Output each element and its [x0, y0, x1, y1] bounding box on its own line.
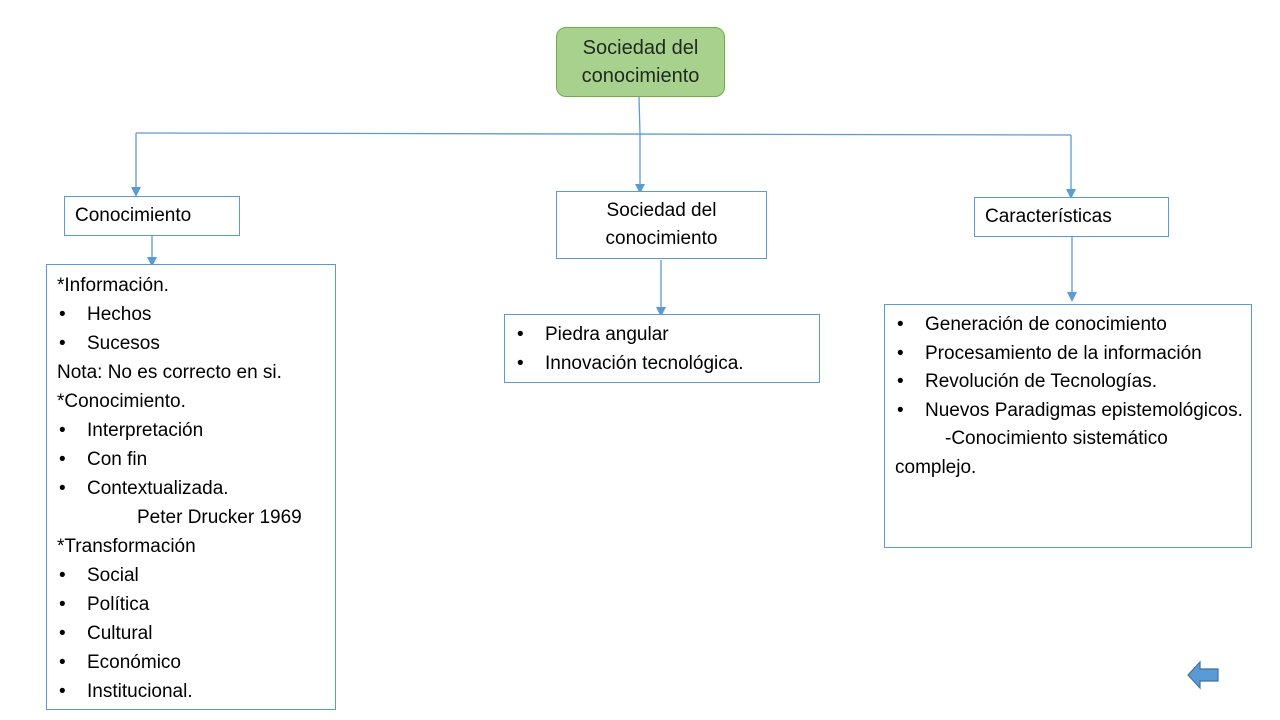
branch-sociedad-line2: conocimiento — [605, 228, 718, 249]
heading-conocimiento: *Conocimiento. — [57, 391, 186, 412]
back-arrow-icon — [1187, 660, 1219, 690]
bullet-icon: • — [897, 342, 904, 364]
list-item: •Interpretación — [57, 416, 327, 445]
bullet-icon: • — [59, 594, 66, 615]
list-item: •Generación de conocimiento — [895, 311, 1243, 340]
back-button[interactable] — [1187, 660, 1219, 690]
bullet-icon: • — [897, 399, 904, 421]
root-node-line2: conocimiento — [581, 65, 700, 87]
branch-sociedad: Sociedad del conocimiento — [556, 191, 767, 259]
author-citation: Peter Drucker 1969 — [137, 507, 302, 528]
list-item: •Institucional. — [57, 677, 327, 706]
branch-conocimiento-label: Conocimiento — [75, 205, 192, 226]
bullet-icon: • — [59, 449, 66, 470]
bullet-icon: • — [517, 324, 524, 345]
sociedad-details: •Piedra angular •Innovación tecnológica. — [504, 314, 820, 383]
list-item: •Social — [57, 561, 327, 590]
bullet-icon: • — [59, 623, 66, 644]
list-item: •Procesamiento de la información — [895, 340, 1243, 369]
list-item: •Hechos — [57, 300, 327, 329]
bullet-icon: • — [59, 304, 66, 325]
branch-conocimiento: Conocimiento — [64, 196, 240, 236]
heading-transformacion: *Transformación — [57, 536, 196, 557]
heading-informacion: *Información. — [57, 275, 169, 296]
sub-point-line2: complejo. — [895, 456, 977, 478]
caracteristicas-details: •Generación de conocimiento •Procesamien… — [884, 304, 1252, 548]
branch-caracteristicas-label: Características — [985, 206, 1112, 227]
list-item: •Piedra angular — [515, 320, 811, 349]
branch-sociedad-line1: Sociedad del — [606, 200, 717, 221]
list-item: •Cultural — [57, 619, 327, 648]
horizontal-line — [135, 132, 1072, 136]
list-item: •Sucesos — [57, 329, 327, 358]
bullet-icon: • — [897, 314, 904, 335]
branch-caracteristicas: Características — [974, 197, 1169, 237]
list-item: •Nuevos Paradigmas epistemológicos. — [895, 397, 1243, 426]
bullet-icon: • — [517, 353, 524, 374]
list-item: •Innovación tecnológica. — [515, 349, 811, 378]
trunk-line — [638, 96, 641, 135]
list-item: •Revolución de Tecnologías. — [895, 368, 1243, 397]
sub-point-line1: -Conocimiento sistemático — [945, 428, 1168, 449]
root-node-line1: Sociedad del — [582, 37, 699, 59]
list-item: •Económico — [57, 648, 327, 677]
list-item: •Con fin — [57, 445, 327, 474]
bullet-icon: • — [59, 420, 66, 441]
bullet-icon: • — [59, 478, 66, 499]
note-text: Nota: No es correcto en si. — [57, 362, 282, 383]
root-node: Sociedad del conocimiento — [556, 27, 725, 97]
bullet-icon: • — [59, 681, 66, 702]
bullet-icon: • — [59, 333, 66, 354]
list-item: •Política — [57, 590, 327, 619]
bullet-icon: • — [59, 565, 66, 586]
list-item: •Contextualizada. — [57, 474, 327, 503]
bullet-icon: • — [59, 652, 66, 673]
conocimiento-details: *Información. •Hechos •Sucesos Nota: No … — [46, 264, 336, 710]
bullet-icon: • — [897, 371, 904, 392]
